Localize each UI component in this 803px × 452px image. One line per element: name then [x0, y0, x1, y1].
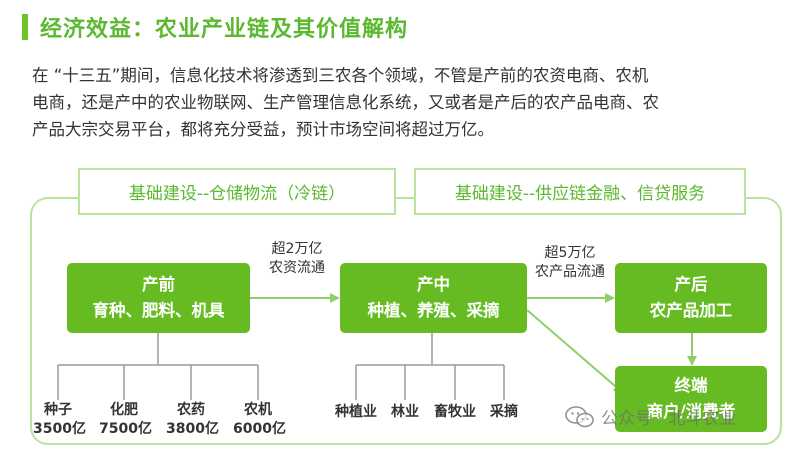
- pre-item-fertilizer: 化肥 7500亿: [99, 401, 152, 439]
- stage-mid-title: 产中: [417, 275, 450, 294]
- page-title: 经济效益：农业产业链及其价值解构: [40, 17, 409, 42]
- pre-item-name: 农药: [177, 402, 205, 418]
- intro-paragraph: 在 “十三五”期间，信息化技术将渗透到三农各个领域，不管是产前的农资电商、农机 …: [32, 62, 782, 143]
- intro-line-3: 产品大宗交易平台，都将充分受益，预计市场空间将超过万亿。: [32, 120, 494, 139]
- flow-mid-to-post-amount: 超5万亿: [544, 245, 596, 261]
- pre-item-value: 7500亿: [99, 421, 152, 437]
- stage-end-subtitle: 商户/消费者: [646, 402, 736, 421]
- mid-item-name: 采摘: [490, 404, 518, 420]
- value-chain-frame: [30, 197, 782, 445]
- stage-post: 产后 农产品加工: [615, 263, 767, 333]
- pre-item-value: 3800亿: [166, 421, 219, 437]
- pre-item-name: 农机: [244, 402, 272, 418]
- stage-mid: 产中 种植、养殖、采摘: [340, 263, 527, 333]
- pre-item-seed: 种子 3500亿: [33, 401, 86, 439]
- pre-item-name: 化肥: [110, 402, 138, 418]
- intro-line-1: 在 “十三五”期间，信息化技术将渗透到三农各个领域，不管是产前的农资电商、农机: [32, 66, 649, 85]
- stage-post-title: 产后: [674, 275, 708, 294]
- stage-end: 终端 商户/消费者: [615, 366, 767, 432]
- flow-pre-to-mid: 超2万亿 农资流通: [262, 240, 332, 278]
- flow-pre-to-mid-amount: 超2万亿: [271, 241, 323, 257]
- wechat-icon: [565, 405, 594, 427]
- pre-item-value: 3500亿: [33, 421, 86, 437]
- mid-item-name: 种植业: [335, 404, 377, 420]
- stage-end-title: 终端: [674, 376, 708, 395]
- infra-finance-label: 基础建设--供应链金融、信贷服务: [454, 184, 706, 204]
- flow-mid-to-post: 超5万亿 农产品流通: [522, 244, 618, 282]
- pre-item-value: 6000亿: [233, 421, 286, 437]
- mid-item-planting: 种植业: [326, 403, 386, 422]
- watermark: 公众号 · 北斗农业: [565, 404, 736, 429]
- pre-item-name: 种子: [44, 402, 72, 418]
- stage-post-subtitle: 农产品加工: [649, 301, 733, 320]
- pre-item-machinery: 农机 6000亿: [233, 401, 286, 439]
- mid-item-forestry: 林业: [380, 403, 430, 422]
- pre-item-pesticide: 农药 3800亿: [166, 401, 219, 439]
- infra-logistics-label: 基础建设--仓储物流（冷链）: [128, 184, 346, 204]
- arrow-mid-to-end: [526, 309, 624, 394]
- flow-mid-to-post-label: 农产品流通: [535, 264, 605, 280]
- infra-finance-box: 基础建设--供应链金融、信贷服务: [414, 168, 746, 215]
- flow-pre-to-mid-label: 农资流通: [269, 260, 325, 276]
- stage-pre-subtitle: 育种、肥料、机具: [92, 301, 225, 320]
- watermark-text: 公众号 · 北斗农业: [601, 409, 737, 429]
- title-accent-bar: [22, 14, 28, 40]
- mid-item-livestock: 畜牧业: [425, 403, 485, 422]
- stage-mid-subtitle: 种植、养殖、采摘: [367, 301, 500, 320]
- infra-logistics-box: 基础建设--仓储物流（冷链）: [78, 168, 396, 215]
- mid-item-name: 林业: [391, 404, 419, 420]
- intro-line-2: 电商，还是产中的农业物联网、生产管理信息化系统，又或者是产后的农产品电商、农: [32, 93, 659, 112]
- mid-item-name: 畜牧业: [434, 404, 476, 420]
- stage-pre: 产前 育种、肥料、机具: [67, 263, 250, 333]
- stage-pre-title: 产前: [142, 275, 175, 294]
- mid-item-picking: 采摘: [479, 403, 529, 422]
